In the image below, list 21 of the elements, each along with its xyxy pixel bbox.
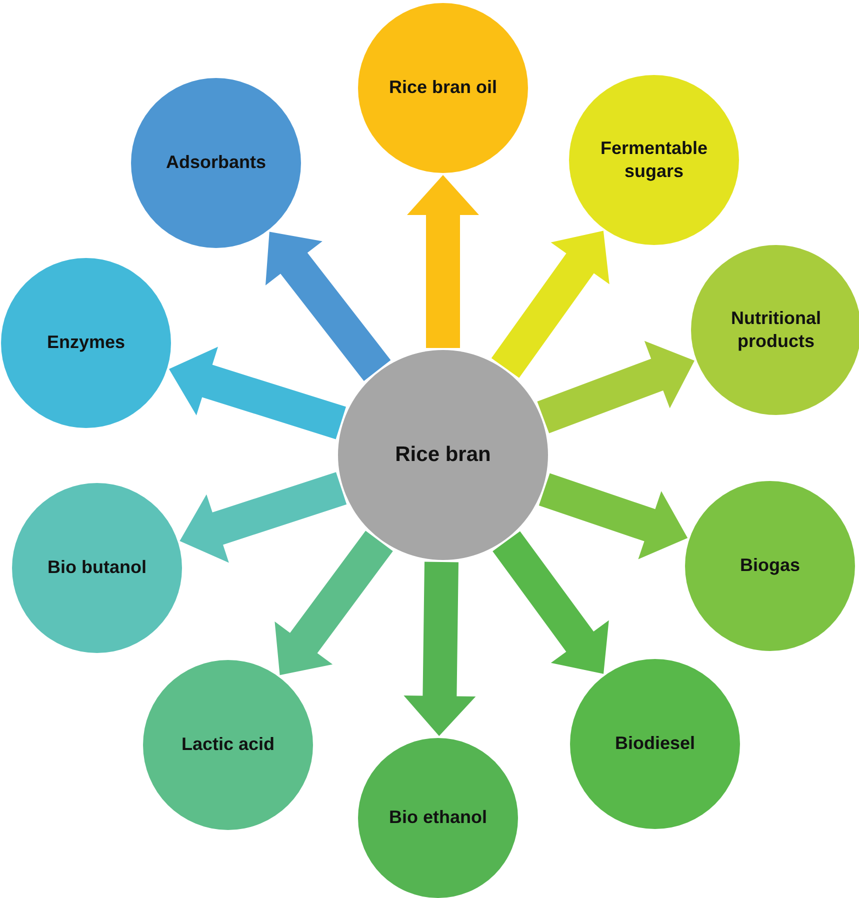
block-arrow bbox=[407, 175, 479, 348]
node-label: Nutritional products bbox=[730, 306, 822, 353]
node-label: Rice bran bbox=[395, 442, 491, 468]
block-arrow bbox=[404, 562, 476, 736]
node-label: Biogas bbox=[740, 554, 800, 578]
node-label: Adsorbants bbox=[166, 151, 266, 174]
node-label: Lactic acid bbox=[181, 733, 275, 756]
block-arrow bbox=[180, 472, 347, 563]
block-arrow bbox=[538, 473, 688, 560]
block-arrow bbox=[169, 346, 346, 440]
node-label: Bio butanol bbox=[48, 556, 146, 580]
block-arrow bbox=[492, 531, 609, 674]
block-arrow bbox=[537, 340, 694, 434]
block-arrow bbox=[274, 530, 393, 676]
block-arrow bbox=[266, 232, 391, 381]
block-arrow bbox=[491, 230, 610, 378]
node-label: Rice bran oil bbox=[388, 76, 498, 100]
node-label: Biodiesel bbox=[614, 732, 696, 756]
node-label: Fermentable sugars bbox=[599, 136, 709, 183]
node-label: Bio ethanol bbox=[389, 806, 487, 830]
node-label: Enzymes bbox=[46, 331, 126, 354]
